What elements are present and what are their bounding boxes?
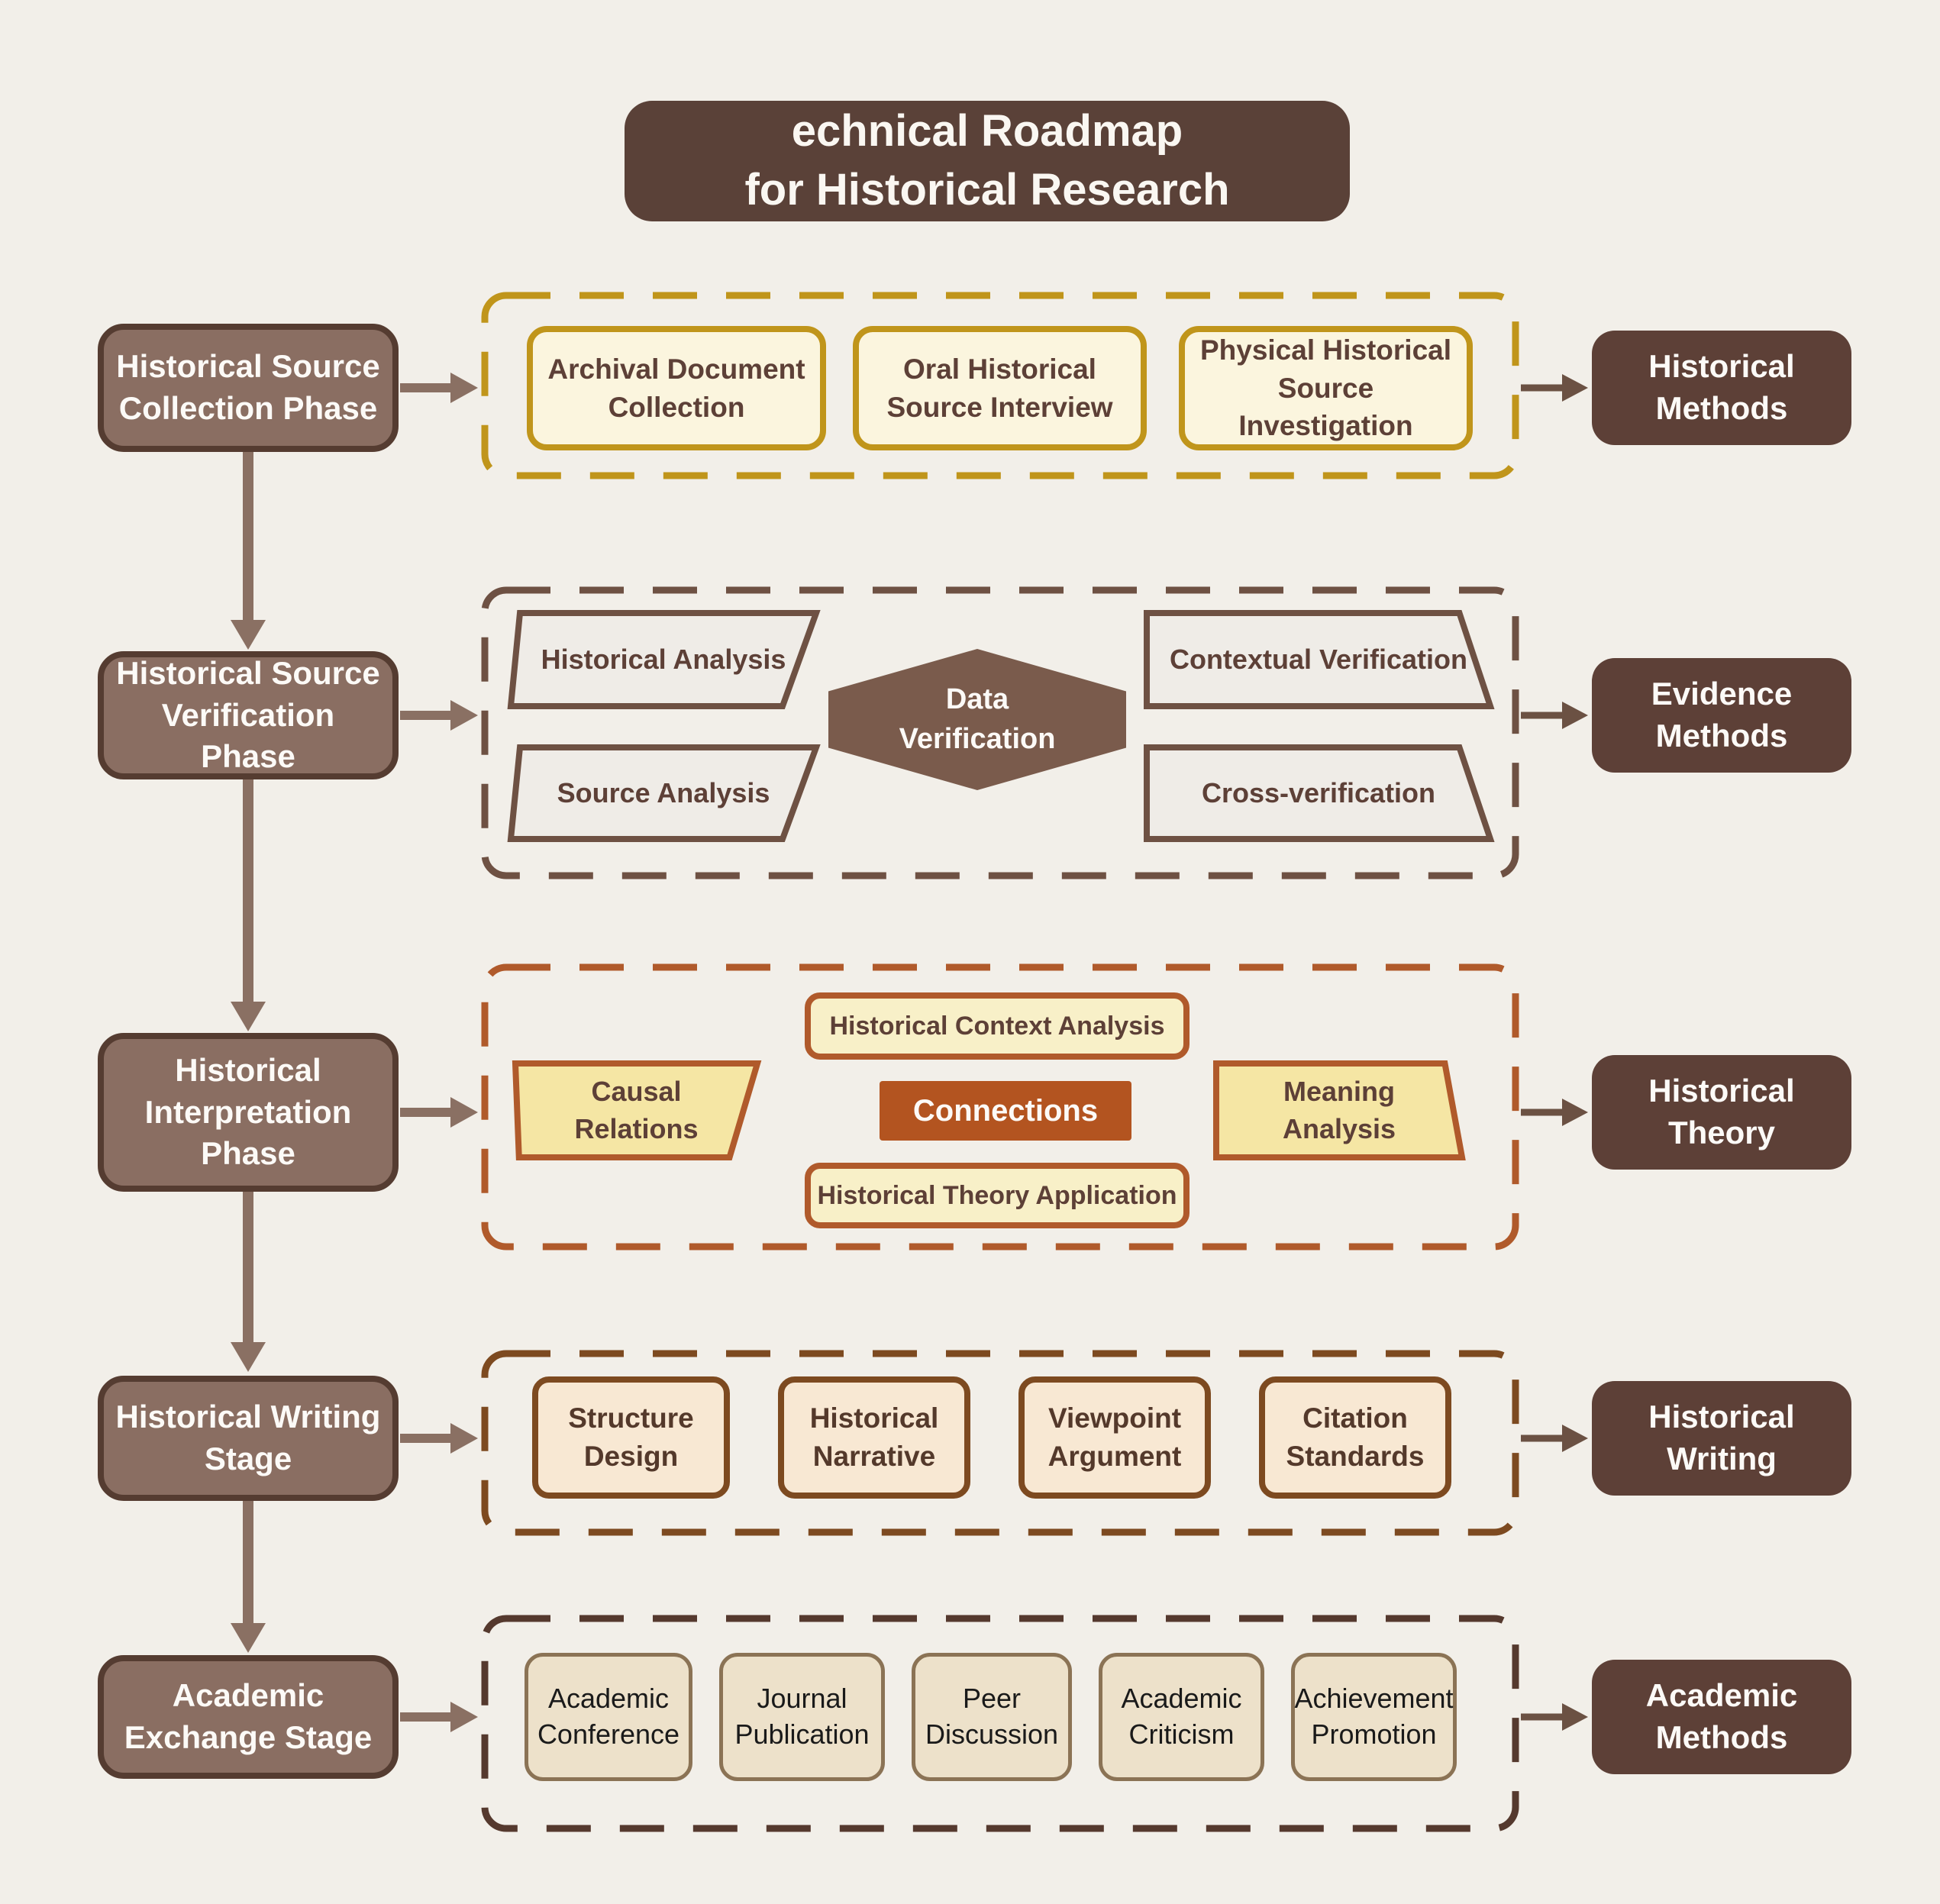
node-label: Journal Publication [734, 1683, 870, 1750]
node-peer-discussion: Peer Discussion [912, 1653, 1072, 1781]
phase-label: Academic Exchange Stage [124, 1677, 373, 1755]
container-collection [481, 292, 1519, 479]
node-label: Academic Conference [537, 1683, 680, 1750]
diagram-title: echnical Roadmap for Historical Research [625, 101, 1350, 221]
node-academic-criticism: Academic Criticism [1099, 1653, 1264, 1781]
node-label: Historical Theory Application [817, 1180, 1177, 1210]
node-label: Oral Historical Source Interview [886, 353, 1113, 423]
node-label: Physical Historical Source Investigation [1199, 334, 1452, 442]
node-label: Historical Context Analysis [829, 1011, 1165, 1041]
phase-box-collection: Historical Source Collection Phase [98, 324, 399, 452]
phase-box-verification: Historical Source Verification Phase [98, 651, 399, 779]
node-historical-narrative: Historical Narrative [778, 1376, 970, 1499]
node-label: Structure Design [568, 1402, 694, 1472]
method-box-historical-theory: Historical Theory [1592, 1055, 1851, 1170]
node-cross-verification: Cross-verification [1147, 747, 1490, 839]
node-causal-relations: Causal Relations [515, 1063, 757, 1157]
node-data-verification-hexagon: Data Verification [828, 649, 1126, 790]
node-label: Historical Narrative [809, 1402, 939, 1472]
method-label: Historical Writing [1648, 1399, 1795, 1476]
node-label: Contextual Verification [1169, 643, 1468, 675]
phase-label: Historical Source Verification Phase [116, 655, 380, 775]
node-historical-analysis: Historical Analysis [511, 613, 816, 706]
node-contextual-verification: Contextual Verification [1147, 613, 1490, 706]
node-connections: Connections [880, 1081, 1131, 1141]
container-interpretation [481, 963, 1519, 1251]
node-historical-context-analysis: Historical Context Analysis [805, 992, 1190, 1060]
node-achievement-promotion: Achievement Promotion [1291, 1653, 1457, 1781]
container-verification [481, 586, 1519, 879]
node-label: Peer Discussion [925, 1683, 1059, 1750]
node-label: Archival Document Collection [547, 353, 805, 423]
method-label: Evidence Methods [1651, 676, 1793, 754]
method-box-historical-writing: Historical Writing [1592, 1381, 1851, 1496]
node-meaning-analysis: Meaning Analysis [1216, 1063, 1462, 1157]
container-writing [481, 1350, 1519, 1536]
node-label: Causal Relations [574, 1075, 699, 1144]
container-exchange [481, 1615, 1519, 1832]
phase-box-writing: Historical Writing Stage [98, 1376, 399, 1501]
method-box-academic-methods: Academic Methods [1592, 1660, 1851, 1774]
node-label: Historical Analysis [541, 643, 786, 675]
node-label: Connections [912, 1093, 1099, 1128]
method-label: Academic Methods [1645, 1677, 1798, 1755]
node-historical-theory-application: Historical Theory Application [805, 1163, 1190, 1228]
node-label: Viewpoint Argument [1047, 1402, 1182, 1472]
node-label: Achievement Promotion [1294, 1683, 1454, 1750]
node-archival-document-collection: Archival Document Collection [527, 326, 826, 450]
method-label: Historical Methods [1648, 348, 1795, 426]
method-box-evidence-methods: Evidence Methods [1592, 658, 1851, 773]
node-label: Cross-verification [1201, 776, 1436, 808]
method-box-historical-methods: Historical Methods [1592, 331, 1851, 445]
method-label: Historical Theory [1648, 1073, 1795, 1150]
node-label: Source Analysis [557, 776, 770, 808]
node-label: Meaning Analysis [1282, 1075, 1396, 1144]
node-physical-historical-source-investigation: Physical Historical Source Investigation [1179, 326, 1473, 450]
node-academic-conference: Academic Conference [525, 1653, 692, 1781]
node-structure-design: Structure Design [532, 1376, 730, 1499]
title-line-2: for Historical Research [744, 165, 1230, 215]
phase-label: Historical Source Collection Phase [116, 348, 380, 426]
phase-label: Historical Interpretation Phase [144, 1052, 352, 1172]
phase-label: Historical Writing Stage [115, 1399, 381, 1476]
title-line-1: echnical Roadmap [791, 106, 1183, 157]
node-label: Citation Standards [1286, 1402, 1425, 1472]
node-source-analysis: Source Analysis [511, 747, 816, 839]
node-citation-standards: Citation Standards [1259, 1376, 1451, 1499]
node-label: Data Verification [899, 683, 1056, 755]
node-journal-publication: Journal Publication [719, 1653, 885, 1781]
node-oral-historical-source-interview: Oral Historical Source Interview [853, 326, 1147, 450]
node-viewpoint-argument: Viewpoint Argument [1018, 1376, 1211, 1499]
node-label: Academic Criticism [1121, 1683, 1242, 1750]
phase-box-interpretation: Historical Interpretation Phase [98, 1033, 399, 1192]
phase-box-exchange: Academic Exchange Stage [98, 1655, 399, 1779]
